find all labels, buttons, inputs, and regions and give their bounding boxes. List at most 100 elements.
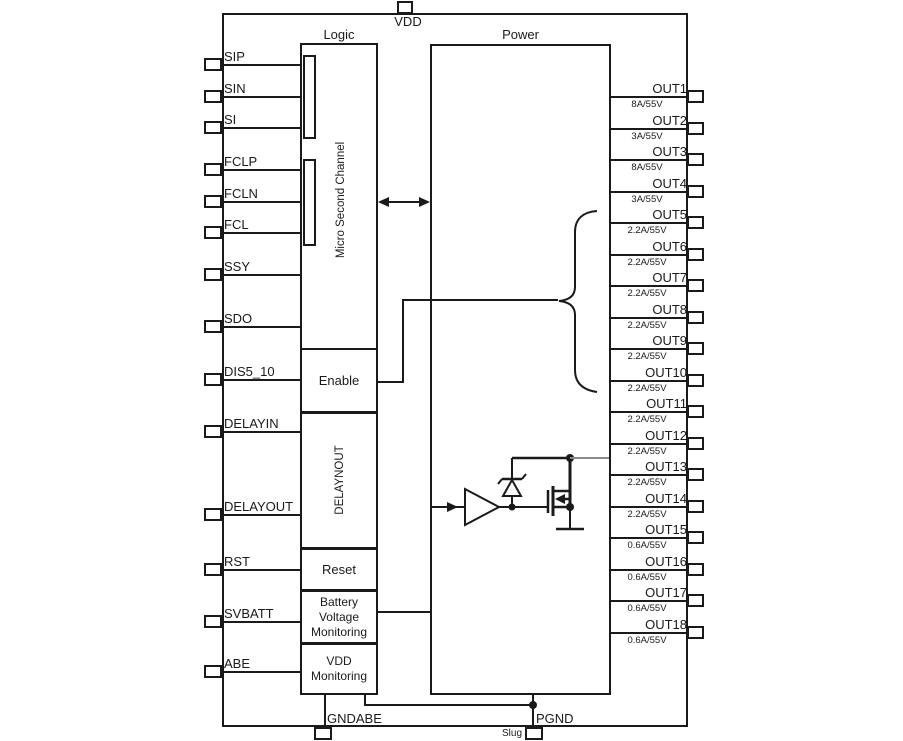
- pin-square-out14: [687, 500, 704, 513]
- pin-wire-out11: [610, 411, 688, 413]
- pin-wire-out18: [610, 632, 688, 634]
- pin-label-out15: OUT15: [645, 522, 687, 537]
- pin-square-out10: [687, 374, 704, 387]
- pin-wire-out6: [610, 254, 688, 256]
- pin-rating-out15: 0.6A/55V: [627, 540, 667, 551]
- pin-wire-out12: [610, 443, 688, 445]
- pin-square-dis5-10: [204, 373, 222, 386]
- pin-wire-fclp: [222, 169, 301, 171]
- pin-rating-out17: 0.6A/55V: [627, 603, 667, 614]
- pin-wire-delayout: [222, 514, 301, 516]
- pin-square-out8: [687, 311, 704, 324]
- pin-wire-out16: [610, 569, 688, 571]
- logic-gnd-stub: [364, 695, 366, 706]
- pin-wire-out8: [610, 317, 688, 319]
- pin-label-sip: SIP: [224, 49, 245, 64]
- pin-label-delayin: DELAYIN: [224, 416, 279, 431]
- pin-wire-dis5-10: [222, 379, 301, 381]
- pin-rating-out12: 2.2A/55V: [627, 446, 667, 457]
- pin-square-fcln: [204, 195, 222, 208]
- vdd-pin-label: VDD: [394, 14, 422, 29]
- pin-square-sip: [204, 58, 222, 71]
- pin-square-out17: [687, 594, 704, 607]
- pin-square-fcl: [204, 226, 222, 239]
- pin-square-out11: [687, 405, 704, 418]
- pin-square-abe: [204, 665, 222, 678]
- pin-label-out1: OUT1: [652, 81, 687, 96]
- pgnd-pin-label: PGND: [536, 711, 574, 726]
- pin-label-out7: OUT7: [652, 270, 687, 285]
- enable-output-wire-v: [402, 300, 404, 383]
- reset-block-label: Reset: [322, 562, 356, 577]
- pin-label-out11: OUT11: [646, 396, 687, 411]
- pin-label-sdo: SDO: [224, 311, 253, 326]
- pin-square-delayin: [204, 425, 222, 438]
- pin-label-fclp: FCLP: [224, 154, 258, 169]
- pin-rating-out2: 3A/55V: [631, 131, 663, 142]
- pin-rating-out7: 2.2A/55V: [627, 288, 667, 299]
- pin-label-delayout: DELAYOUT: [224, 499, 294, 514]
- pin-wire-out5: [610, 222, 688, 224]
- pin-square-out1: [687, 90, 704, 103]
- pin-label-out18: OUT18: [645, 617, 687, 632]
- input-buffer-strip-1: [303, 55, 316, 139]
- pin-wire-ssy: [222, 274, 301, 276]
- pin-label-sin: SIN: [224, 81, 246, 96]
- pin-label-out6: OUT6: [652, 239, 687, 254]
- pin-square-out3: [687, 153, 704, 166]
- pin-rating-out8: 2.2A/55V: [627, 320, 667, 331]
- pin-wire-out3: [610, 159, 688, 161]
- pin-rating-out11: 2.2A/55V: [627, 414, 667, 425]
- pin-rating-out1: 8A/55V: [631, 99, 663, 110]
- power-block: [430, 44, 611, 695]
- pin-rating-out4: 3A/55V: [631, 194, 663, 205]
- pin-square-out13: [687, 468, 704, 481]
- pin-rating-out10: 2.2A/55V: [627, 383, 667, 394]
- micro-second-channel-label: Micro Second Channel: [335, 141, 347, 259]
- logic-block-title: Logic: [323, 27, 355, 42]
- pin-square-rst: [204, 563, 222, 576]
- pin-wire-out13: [610, 474, 688, 476]
- pin-square-delayout: [204, 508, 222, 521]
- pin-wire-rst: [222, 569, 301, 571]
- pin-label-out12: OUT12: [645, 428, 687, 443]
- pin-square-out12: [687, 437, 704, 450]
- pin-wire-out17: [610, 600, 688, 602]
- pin-label-svbatt: SVBATT: [224, 606, 274, 621]
- pgnd-wire: [532, 695, 534, 727]
- pin-label-out4: OUT4: [652, 176, 687, 191]
- pin-rating-out18: 0.6A/55V: [627, 635, 667, 646]
- vdd-pin-square: [397, 1, 413, 14]
- pin-label-out3: OUT3: [652, 144, 687, 159]
- pin-square-ssy: [204, 268, 222, 281]
- pin-label-si: SI: [224, 112, 237, 127]
- pin-rating-out3: 8A/55V: [631, 162, 663, 173]
- pin-rating-out9: 2.2A/55V: [627, 351, 667, 362]
- pin-wire-si: [222, 127, 301, 129]
- pin-rating-out6: 2.2A/55V: [627, 257, 667, 268]
- input-buffer-strip-2: [303, 159, 316, 246]
- pin-label-out10: OUT10: [645, 365, 687, 380]
- chip-outline: [222, 13, 688, 727]
- pin-wire-sdo: [222, 326, 301, 328]
- pin-label-fcl: FCL: [224, 217, 249, 232]
- pin-wire-out15: [610, 537, 688, 539]
- pin-wire-abe: [222, 671, 301, 673]
- pin-square-out6: [687, 248, 704, 261]
- pgnd-pin-square: [525, 727, 543, 740]
- pin-square-si: [204, 121, 222, 134]
- bvm-to-power-wire: [378, 611, 430, 613]
- pin-wire-sip: [222, 64, 301, 66]
- pin-wire-out1: [610, 96, 688, 98]
- pin-square-fclp: [204, 163, 222, 176]
- gndabe-wire: [324, 695, 326, 727]
- pin-square-out7: [687, 279, 704, 292]
- enable-output-wire-h1: [378, 381, 403, 383]
- pin-rating-out5: 2.2A/55V: [627, 225, 667, 236]
- pin-square-sin: [204, 90, 222, 103]
- gndabe-pin-label: GNDABE: [327, 711, 382, 726]
- pin-wire-out9: [610, 348, 688, 350]
- pin-square-out4: [687, 185, 704, 198]
- pin-wire-out14: [610, 506, 688, 508]
